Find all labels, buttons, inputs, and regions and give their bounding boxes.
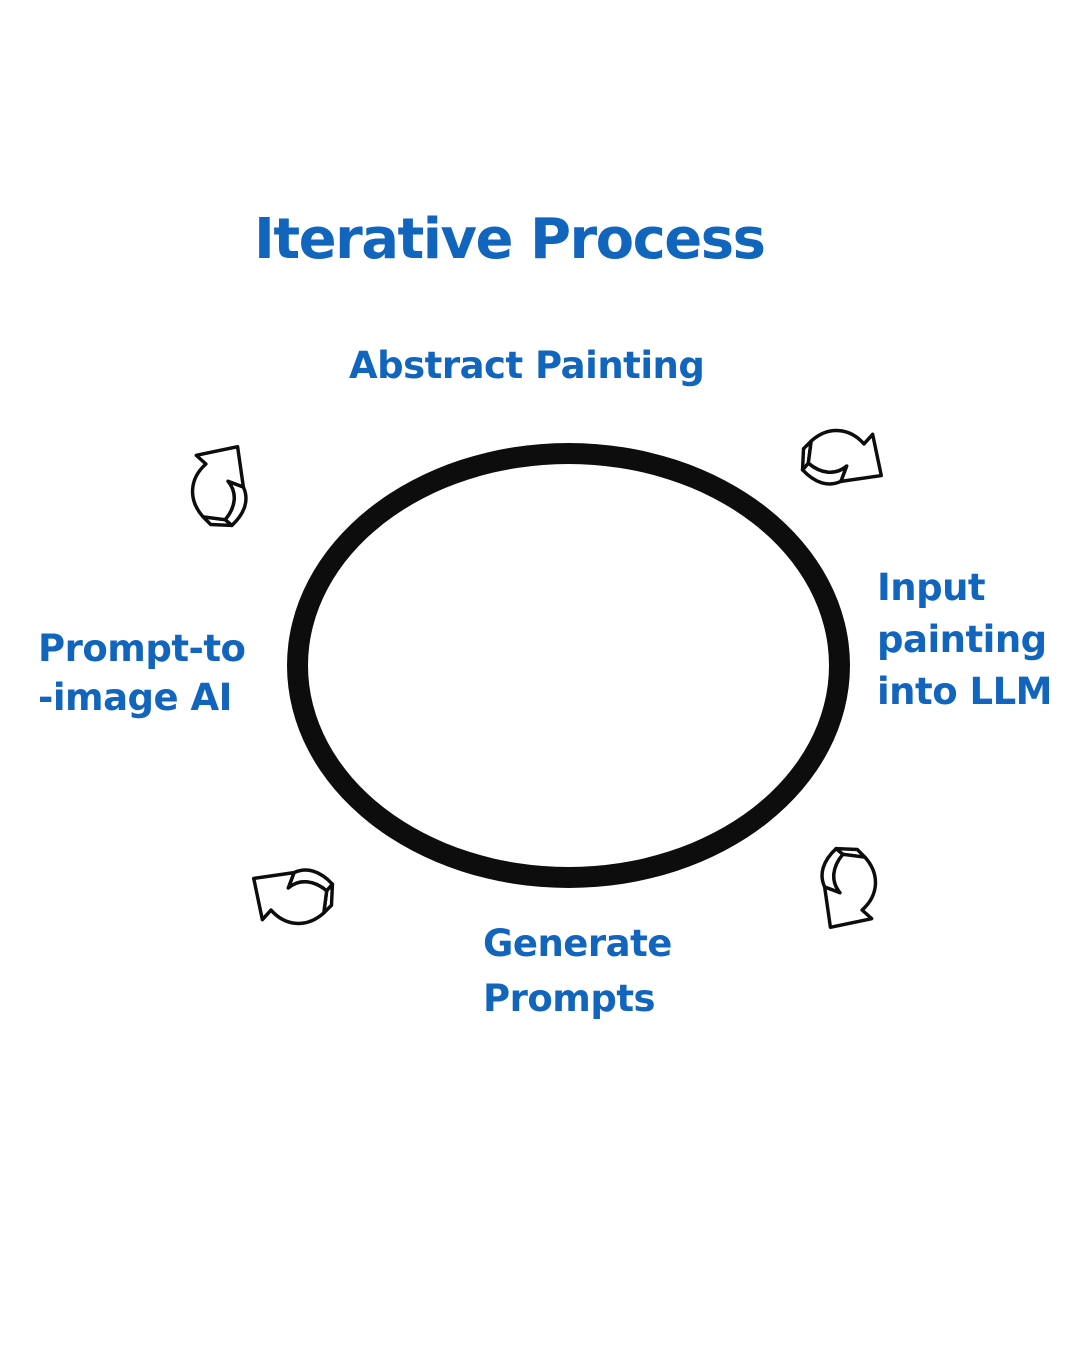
node-label-abstract-painting: Abstract Painting	[349, 344, 705, 387]
diagram-title: Iterative Process	[254, 207, 766, 272]
arrow-bottom-to-left-icon	[251, 868, 335, 926]
arrow-left-to-top-icon	[190, 444, 248, 528]
node-label-prompt-to-image-ai: Prompt-to -image AI	[38, 627, 246, 719]
cycle-ellipse	[287, 443, 850, 888]
node-label-input-painting-into-llm: Input painting into LLM	[877, 566, 1052, 713]
node-label-generate-prompts: Generate Prompts	[483, 922, 672, 1020]
arrow-right-to-bottom-icon	[820, 846, 878, 930]
arrow-top-to-right-icon	[800, 428, 884, 486]
